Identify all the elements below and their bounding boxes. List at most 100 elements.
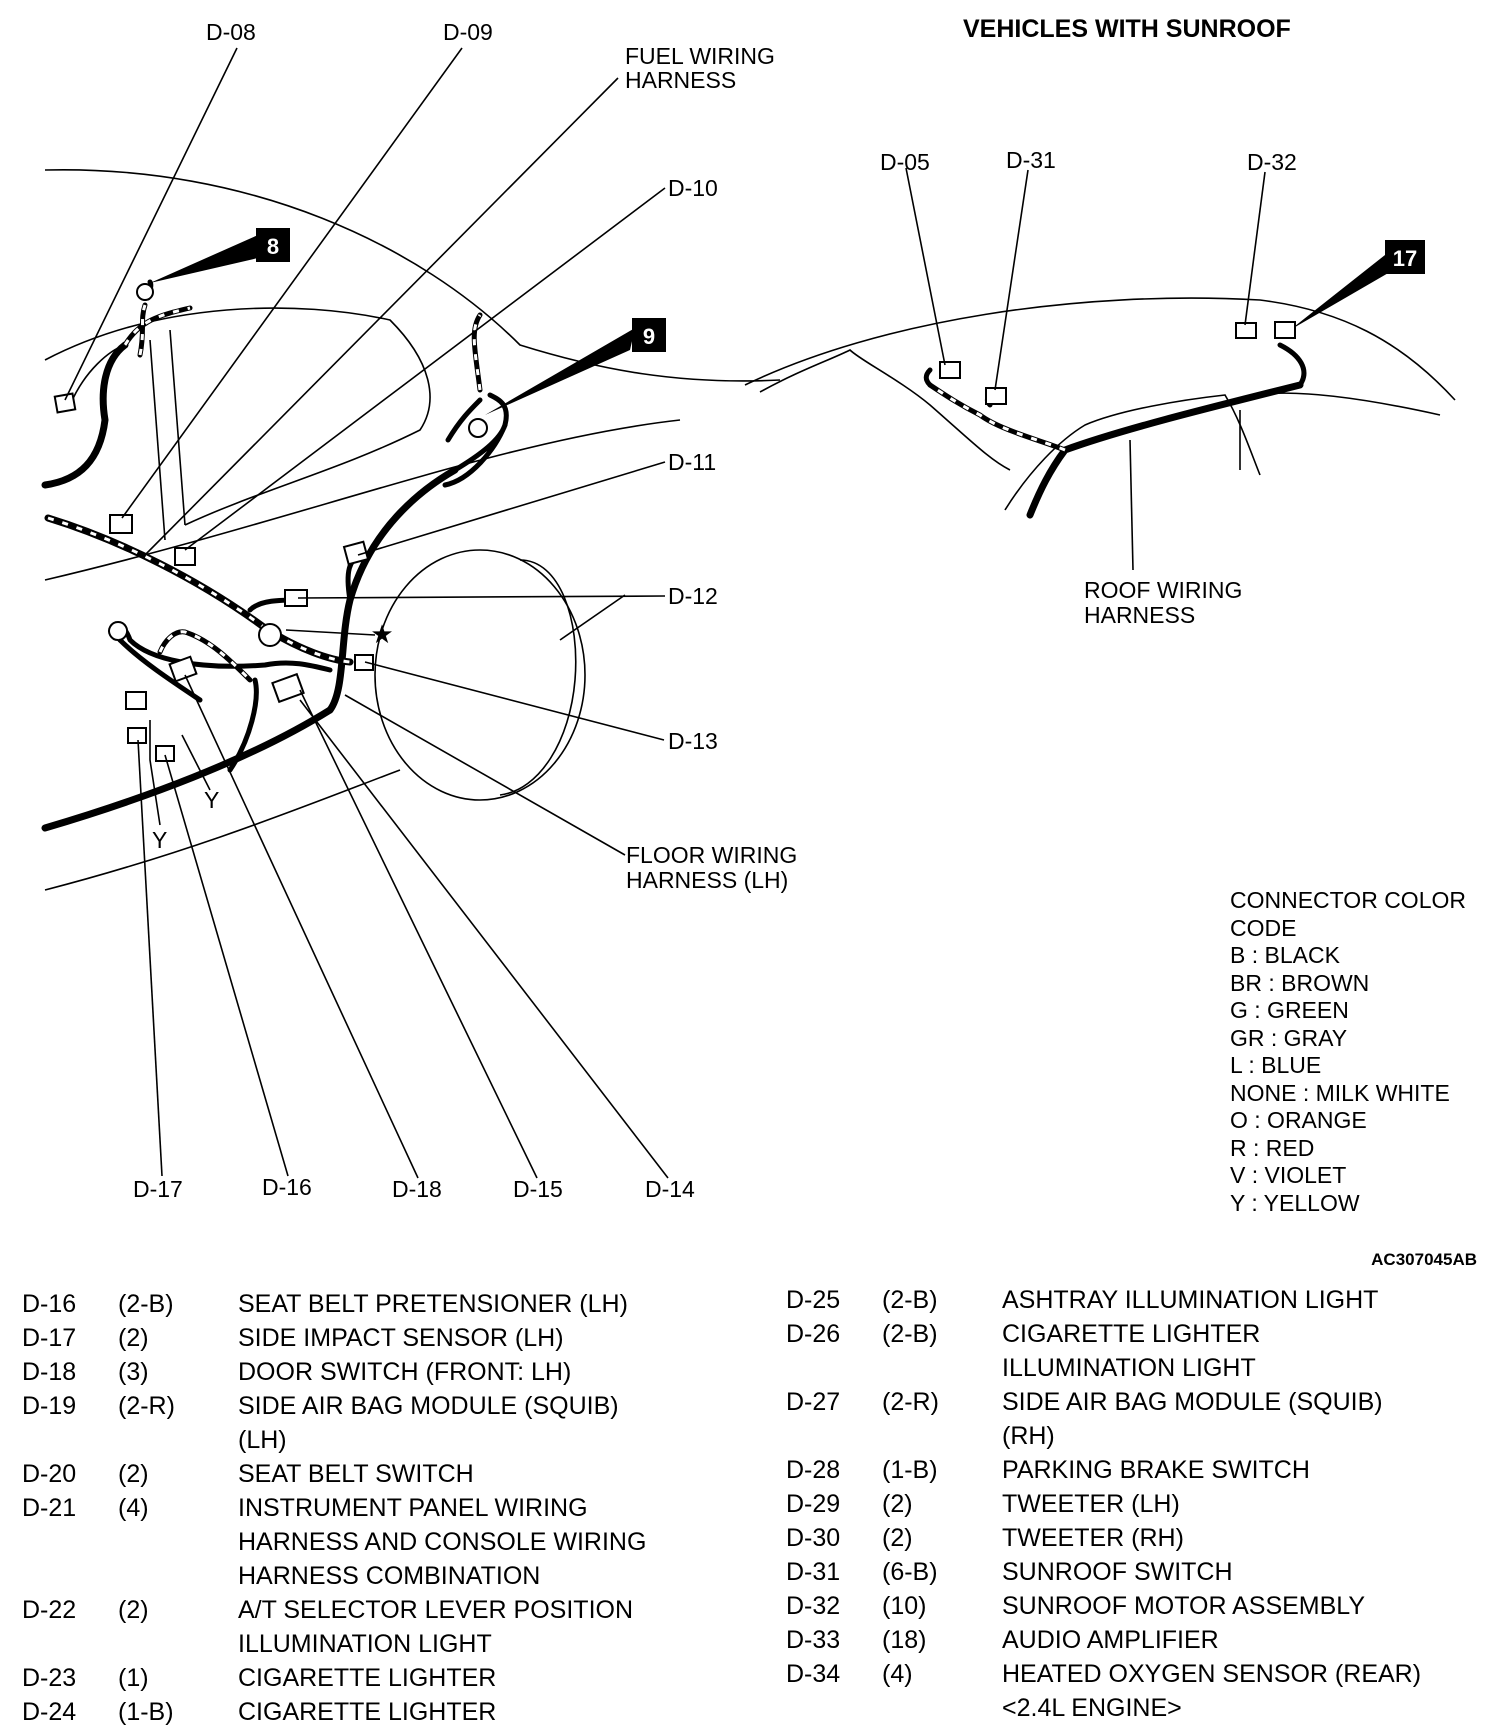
connector-id: D-16 bbox=[22, 1290, 77, 1318]
connector-description-line: <2.4L ENGINE> bbox=[1002, 1694, 1182, 1722]
connector-row: D-30(2)TWEETER (RH) bbox=[786, 1521, 1486, 1555]
marker-9: 9 bbox=[643, 324, 655, 349]
label-y1: Y bbox=[152, 827, 167, 853]
connector-pins: (2) bbox=[118, 1596, 149, 1624]
connector-list-left: D-16(2-B)SEAT BELT PRETENSIONER (LH)D-17… bbox=[22, 1287, 712, 1729]
label-d14: D-14 bbox=[645, 1176, 695, 1202]
marker-17: 17 bbox=[1393, 246, 1417, 271]
label-d11: D-11 bbox=[668, 449, 716, 475]
label-floor-harness-2: HARNESS (LH) bbox=[626, 867, 788, 893]
connector-pins: (1-B) bbox=[882, 1456, 938, 1484]
connector-description-line: INSTRUMENT PANEL WIRING bbox=[238, 1494, 588, 1522]
color-code-heading-1: CONNECTOR COLOR bbox=[1230, 887, 1466, 913]
roof-wiring-harness bbox=[923, 342, 1307, 519]
connector-description: AUDIO AMPLIFIER bbox=[1002, 1623, 1486, 1657]
connector-description-line: (RH) bbox=[1002, 1422, 1055, 1450]
connector-description-line: CIGARETTE LIGHTER bbox=[238, 1698, 497, 1726]
connector-row: D-19(2-R)SIDE AIR BAG MODULE (SQUIB)(LH) bbox=[22, 1389, 712, 1457]
leader-lines-left bbox=[64, 47, 669, 1179]
label-roof-harness-2: HARNESS bbox=[1084, 602, 1195, 628]
connector-id: D-31 bbox=[786, 1558, 841, 1586]
color-code-item: L : BLUE bbox=[1230, 1052, 1321, 1078]
connector-id: D-17 bbox=[22, 1324, 77, 1352]
connector-row: D-28(1-B)PARKING BRAKE SWITCH bbox=[786, 1453, 1486, 1487]
connector-pins: (1) bbox=[118, 1664, 149, 1692]
connector-description-line: PARKING BRAKE SWITCH bbox=[1002, 1456, 1310, 1484]
connector-pins: (2) bbox=[882, 1524, 913, 1552]
connector-description-line: (LH) bbox=[238, 1426, 287, 1454]
connector-row: D-23 (1) CIGARETTE LIGHTER bbox=[22, 1661, 712, 1695]
connector-row: D-27(2-R)SIDE AIR BAG MODULE (SQUIB)(RH) bbox=[786, 1385, 1486, 1453]
sunroof-title: VEHICLES WITH SUNROOF bbox=[963, 15, 1291, 43]
connector-id: D-29 bbox=[786, 1490, 841, 1518]
connector-pins: (2-B) bbox=[882, 1286, 938, 1314]
connector-row: D-25(2-B)ASHTRAY ILLUMINATION LIGHT bbox=[786, 1283, 1486, 1317]
label-d18: D-18 bbox=[392, 1176, 442, 1202]
connector-row: D-33(18)AUDIO AMPLIFIER bbox=[786, 1623, 1486, 1657]
label-d13: D-13 bbox=[668, 728, 718, 754]
color-code-item: NONE : MILK WHITE bbox=[1230, 1080, 1450, 1106]
label-d05: D-05 bbox=[880, 149, 930, 175]
connector-description: PARKING BRAKE SWITCH bbox=[1002, 1453, 1486, 1487]
connector-description: SUNROOF MOTOR ASSEMBLY bbox=[1002, 1589, 1486, 1623]
label-d31: D-31 bbox=[1006, 147, 1056, 173]
color-code-item: O : ORANGE bbox=[1230, 1107, 1367, 1133]
labels-right: D-05 D-31 D-32 ROOF WIRING HARNESS bbox=[880, 147, 1297, 628]
connector-description-line: SEAT BELT PRETENSIONER (LH) bbox=[238, 1290, 628, 1318]
roof-outline bbox=[744, 297, 1456, 511]
connector-id: D-20 bbox=[22, 1460, 77, 1488]
connector-description: CIGARETTE LIGHTER bbox=[238, 1661, 712, 1695]
connector-id: D-24 bbox=[22, 1698, 77, 1726]
connector-id: D-34 bbox=[786, 1660, 841, 1688]
connector-description: TWEETER (LH) bbox=[1002, 1487, 1486, 1521]
connector-pins: (3) bbox=[118, 1358, 149, 1386]
label-y2: Y bbox=[204, 787, 219, 813]
connector-description: SEAT BELT PRETENSIONER (LH) bbox=[238, 1287, 712, 1321]
label-d12: D-12 bbox=[668, 583, 718, 609]
connector-description-line: SIDE AIR BAG MODULE (SQUIB) bbox=[1002, 1388, 1383, 1416]
connector-description-line: CIGARETTE LIGHTER bbox=[1002, 1320, 1261, 1348]
color-code-item: GR : GRAY bbox=[1230, 1025, 1347, 1051]
connector-description-line: DOOR SWITCH (FRONT: LH) bbox=[238, 1358, 572, 1386]
body-outline bbox=[44, 169, 781, 891]
connector-description-line: SIDE AIR BAG MODULE (SQUIB) bbox=[238, 1392, 619, 1420]
connector-id: D-25 bbox=[786, 1286, 841, 1314]
connector-description-line: TWEETER (LH) bbox=[1002, 1490, 1180, 1518]
connector-description-line: TWEETER (RH) bbox=[1002, 1524, 1184, 1552]
label-fuel-harness-1: FUEL WIRING bbox=[625, 43, 775, 69]
label-d16: D-16 bbox=[262, 1174, 312, 1200]
connector-description-line: AUDIO AMPLIFIER bbox=[1002, 1626, 1219, 1654]
connector-description-line: HEATED OXYGEN SENSOR (REAR) bbox=[1002, 1660, 1422, 1688]
connector-pins: (2-R) bbox=[882, 1388, 939, 1416]
connector-description: CIGARETTE LIGHTER ILLUMINATION LIGHT bbox=[1002, 1317, 1486, 1385]
connector-description: SIDE AIR BAG MODULE (SQUIB) (RH) bbox=[1002, 1385, 1486, 1453]
connector-description-line: SEAT BELT SWITCH bbox=[238, 1460, 474, 1488]
connector-pins: (2-R) bbox=[118, 1392, 175, 1420]
connector-description-line: CIGARETTE LIGHTER bbox=[238, 1664, 497, 1692]
connector-id: D-23 bbox=[22, 1664, 77, 1692]
callout-wedges: 8 9 17 bbox=[150, 228, 1425, 415]
connector-description-line: HARNESS AND CONSOLE WIRING bbox=[238, 1528, 647, 1556]
connector-id: D-18 bbox=[22, 1358, 77, 1386]
connector-description: DOOR SWITCH (FRONT: LH) bbox=[238, 1355, 712, 1389]
connector-description-line: SUNROOF MOTOR ASSEMBLY bbox=[1002, 1592, 1366, 1620]
connector-pins: (2-B) bbox=[882, 1320, 938, 1348]
color-code-item: V : VIOLET bbox=[1230, 1162, 1346, 1188]
connector-pins: (2) bbox=[118, 1324, 149, 1352]
connector-id: D-22 bbox=[22, 1596, 77, 1624]
label-roof-harness-1: ROOF WIRING bbox=[1084, 577, 1242, 603]
star-marker: ★ bbox=[370, 619, 393, 649]
label-d08: D-08 bbox=[206, 19, 256, 45]
connector-pins: (1-B) bbox=[118, 1698, 174, 1726]
floor-wiring-harness bbox=[41, 312, 509, 832]
label-d17: D-17 bbox=[133, 1176, 183, 1202]
connector-description-line: A/T SELECTOR LEVER POSITION bbox=[238, 1596, 634, 1624]
connector-description-line: ILLUMINATION LIGHT bbox=[1002, 1354, 1256, 1382]
connector-pins: (6-B) bbox=[882, 1558, 938, 1586]
connector-row: D-18 (3) DOOR SWITCH (FRONT: LH) bbox=[22, 1355, 712, 1389]
